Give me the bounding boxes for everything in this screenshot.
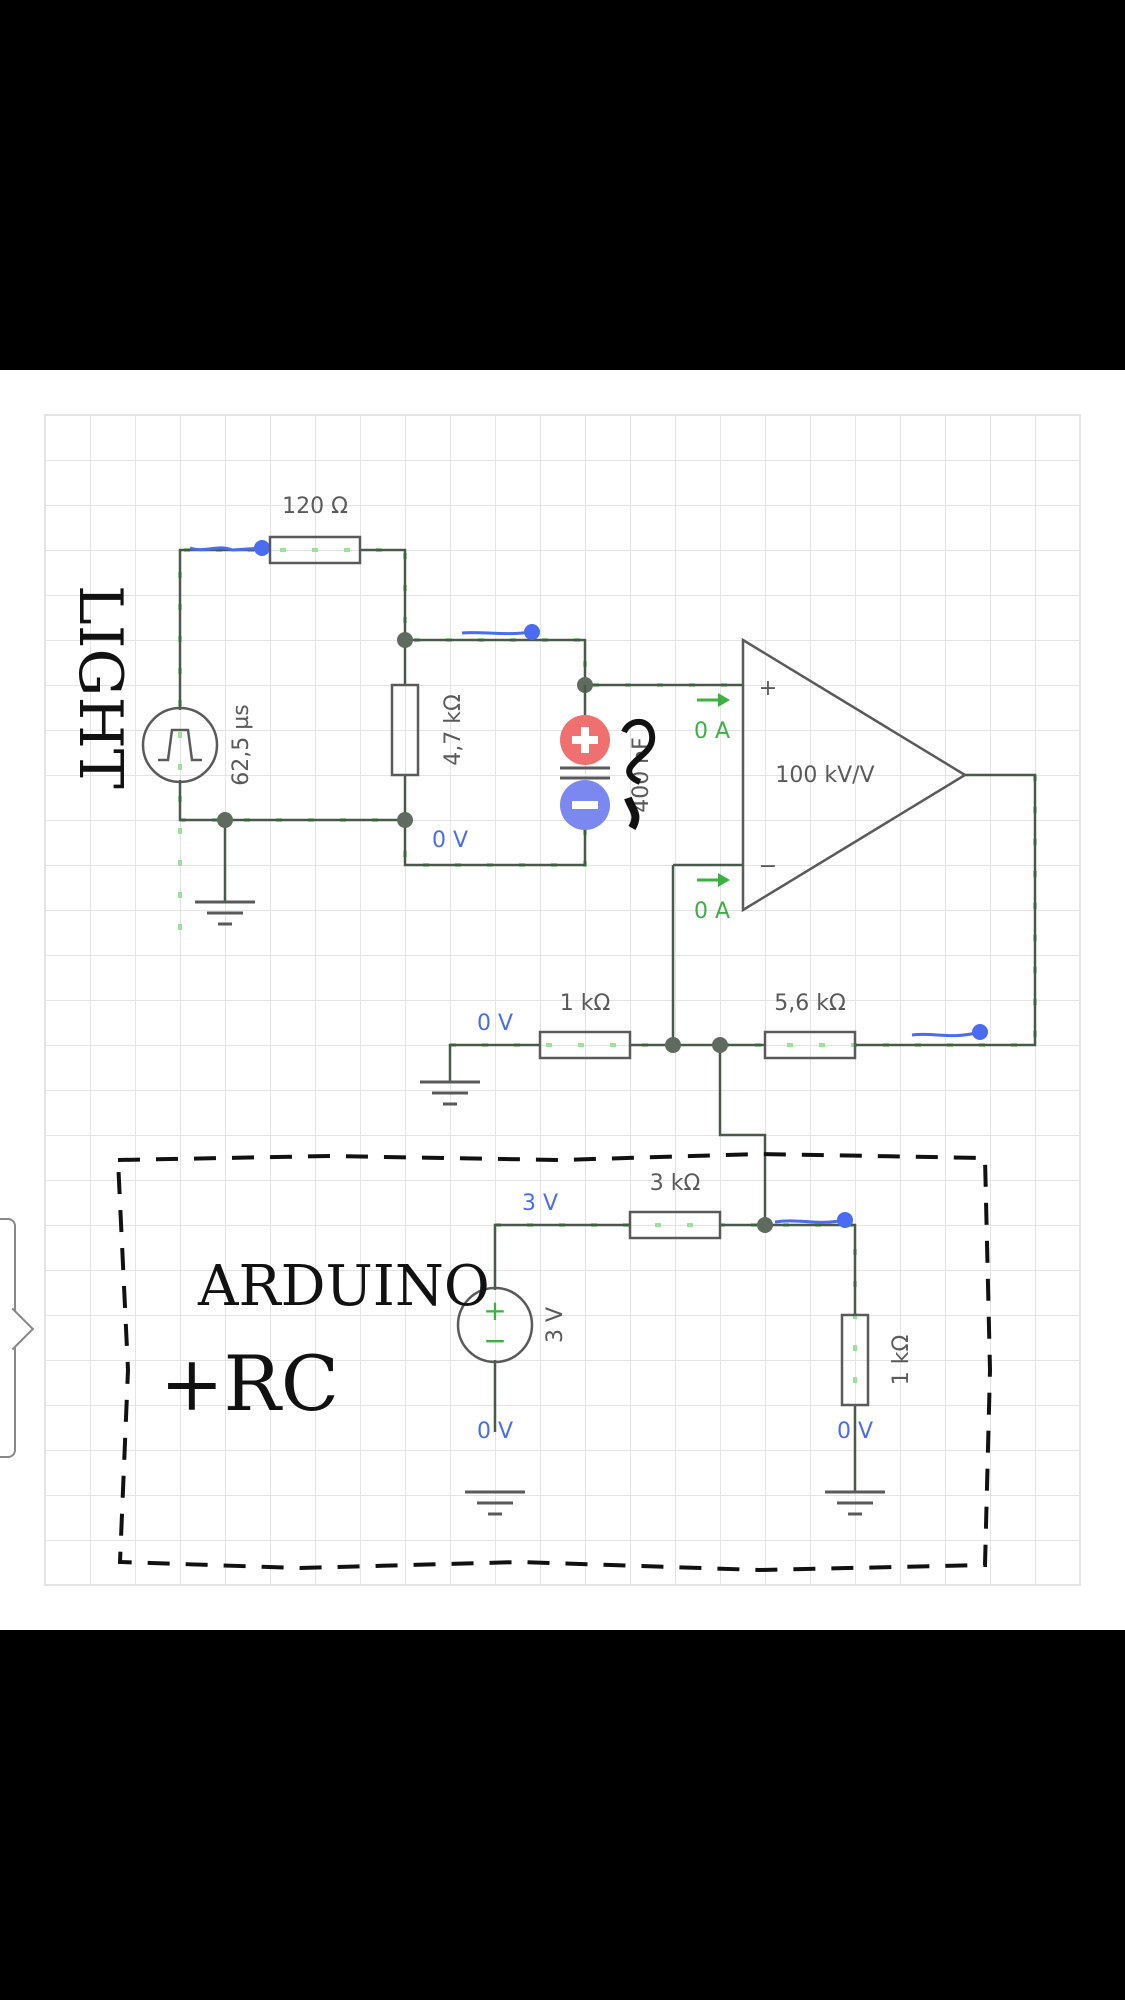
resistor-r5-label: 3 kΩ xyxy=(650,1171,701,1196)
ground-symbol-3 xyxy=(465,1490,525,1516)
resistor-r4[interactable]: 5,6 kΩ xyxy=(763,991,857,1060)
ground-symbol-4 xyxy=(825,1490,885,1516)
wires xyxy=(178,548,1037,1492)
grid-background xyxy=(44,414,1081,1586)
ground-symbol-2 xyxy=(420,1080,480,1106)
voltage-readout-r6-bottom: 0 V xyxy=(837,1419,873,1444)
handwritten-light-label: LIGHT xyxy=(65,585,135,789)
resistor-r6[interactable]: 1 kΩ xyxy=(840,1313,914,1407)
pulse-source-label: 62,5 µs xyxy=(229,704,254,785)
resistor-r1-label: 120 Ω xyxy=(282,494,348,519)
op-amp-plus-sign: + xyxy=(759,676,777,701)
resistor-r1[interactable]: 120 Ω xyxy=(268,494,362,565)
junction-nodes xyxy=(217,632,773,1233)
handwritten-arduino-label: ARDUINO xyxy=(197,1254,490,1319)
op-amp-minus-sign: − xyxy=(759,854,777,879)
resistor-r3[interactable]: 1 kΩ xyxy=(538,991,632,1060)
handwritten-rc-label: +RC xyxy=(160,1339,339,1428)
resistor-r6-label: 1 kΩ xyxy=(889,1335,914,1386)
dc-source-label: 3 V xyxy=(543,1307,568,1343)
current-readout-plus: 0 A xyxy=(694,719,730,744)
top-black-bar xyxy=(0,0,1125,370)
current-readout-minus: 0 A xyxy=(694,899,730,924)
current-arrow-plus: 0 A xyxy=(694,693,730,744)
resistor-r3-label: 1 kΩ xyxy=(560,991,611,1016)
resistor-r2[interactable]: 4,7 kΩ xyxy=(390,683,466,777)
resistor-r2-label: 4,7 kΩ xyxy=(441,694,466,766)
voltage-readout-mid-ground: 0 V xyxy=(477,1011,513,1036)
side-panel-tab[interactable] xyxy=(0,1218,35,1458)
bottom-black-bar xyxy=(0,1630,1125,2000)
voltage-readout-top-ground: 0 V xyxy=(432,828,468,853)
voltage-readout-source-top: 3 V xyxy=(522,1191,558,1216)
ground-symbol-1 xyxy=(195,900,255,926)
resistor-r4-label: 5,6 kΩ xyxy=(774,991,846,1016)
circuit-canvas[interactable]: 120 Ω 62,5 µs 4,7 kΩ xyxy=(0,370,1125,1630)
dc-source-minus-sign: − xyxy=(483,1324,506,1357)
op-amp-gain-label: 100 kV/V xyxy=(775,763,874,788)
circuit-schematic[interactable]: 120 Ω 62,5 µs 4,7 kΩ xyxy=(0,370,1125,1630)
current-arrow-minus: 0 A xyxy=(694,873,730,924)
op-amp[interactable]: + − 100 kV/V xyxy=(741,637,968,913)
voltage-readout-source-bottom: 0 V xyxy=(477,1419,513,1444)
handdrawn-dashed-box xyxy=(115,1151,993,1573)
pulse-source[interactable]: 62,5 µs xyxy=(141,704,254,786)
probe-markers[interactable] xyxy=(189,540,988,1228)
handwritten-question-mark xyxy=(621,718,656,830)
dc-voltage-source[interactable]: + − 3 V xyxy=(456,1286,568,1364)
dc-source-plus-sign: + xyxy=(483,1294,506,1327)
resistor-r5[interactable]: 3 kΩ xyxy=(628,1171,722,1240)
